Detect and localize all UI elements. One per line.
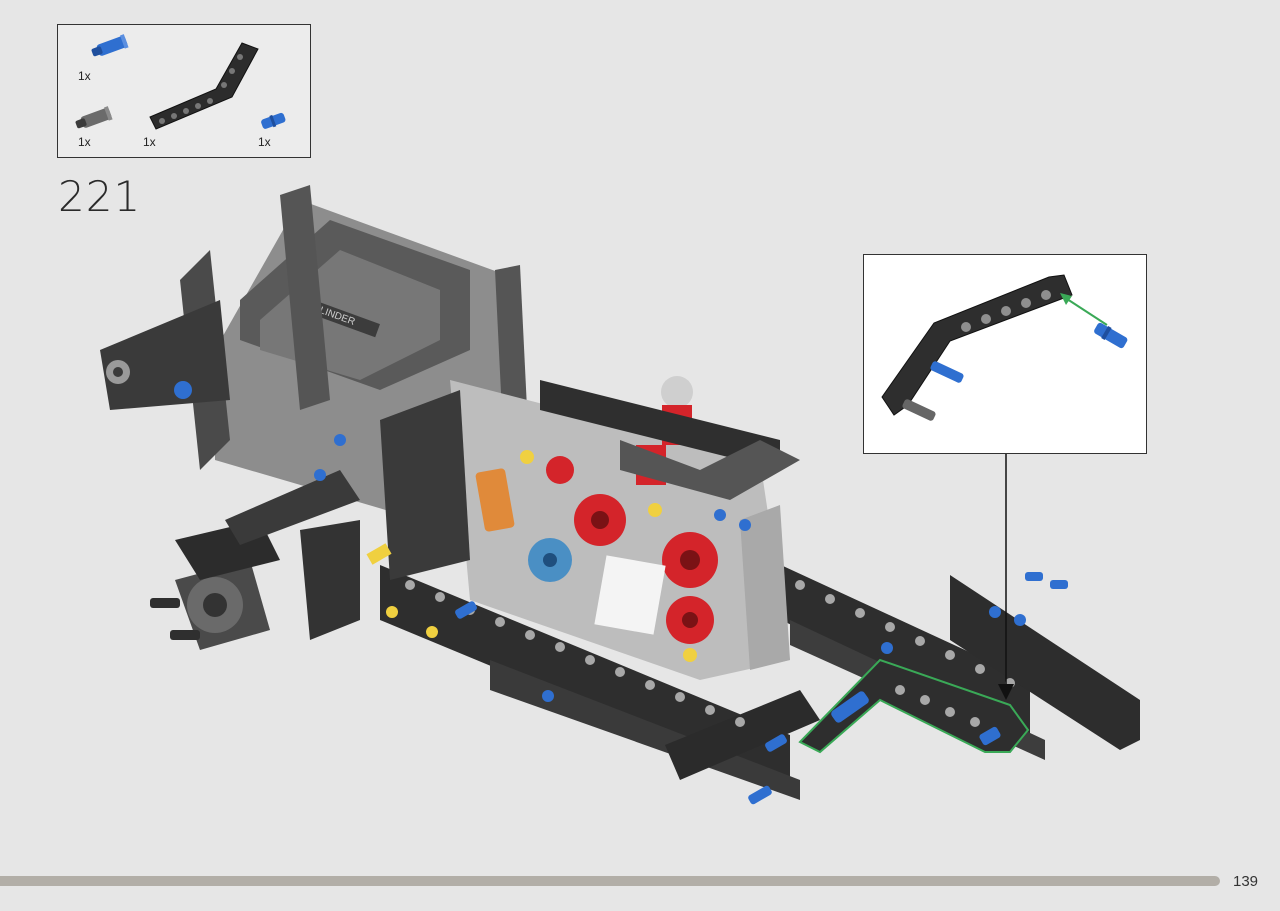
model-illustration: CYLINDER	[100, 185, 1140, 805]
callout-box	[863, 254, 1147, 454]
page-number: 139	[1233, 873, 1259, 890]
blue-friction-pin-icon	[261, 112, 286, 129]
angled-beam-icon	[149, 42, 259, 130]
part-qty: 1x	[143, 135, 156, 149]
gearbox	[386, 376, 790, 680]
vertical-beams	[380, 380, 800, 670]
callout-connector	[998, 454, 1014, 700]
wheel-hub	[150, 470, 392, 650]
blue-pin-to-insert	[1094, 322, 1128, 349]
highlighted-beam	[798, 658, 1030, 754]
part-qty: 1x	[258, 135, 271, 149]
parts-list-art	[75, 34, 286, 130]
dark-gray-pin-icon	[75, 106, 113, 129]
parts-list-box: 1x 1x 1x 1x	[57, 24, 311, 158]
blue-pins	[314, 434, 1068, 805]
part-qty: 1x	[78, 69, 91, 83]
step-number: 221	[58, 172, 142, 221]
part-qty: 1x	[78, 135, 91, 149]
green-insert-arrow	[1063, 296, 1108, 326]
blue-axle-pin-icon	[91, 34, 129, 57]
callout-art	[881, 274, 1128, 421]
red-gear	[546, 456, 718, 644]
page-progress-bar	[0, 876, 1220, 886]
